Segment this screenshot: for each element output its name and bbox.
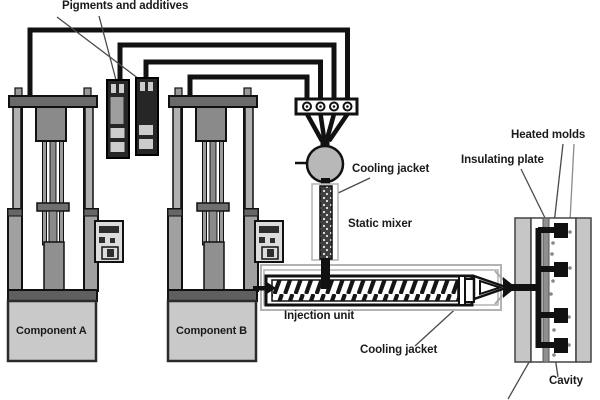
heated-molds-leader-1	[553, 143, 564, 225]
static-mixer-tube	[319, 185, 333, 260]
pigments-leader-left	[98, 15, 117, 81]
pigment-cartridge-right	[135, 77, 159, 156]
heater-dots	[549, 230, 572, 357]
cooling-jacket-top-label: Cooling jacket	[352, 163, 430, 175]
component-a-label: Component A	[16, 325, 87, 337]
cooling-jacket-bottom-label: Cooling jacket	[360, 344, 438, 356]
sprue-nozzle	[503, 277, 516, 298]
mixer-ball-valve	[295, 144, 345, 188]
component-b-label: Component B	[176, 325, 248, 337]
cavity-label: Cavity	[549, 375, 583, 387]
pigments-additives-label: Pigments and additives	[62, 0, 189, 12]
cooling-jacket-top-leader	[335, 177, 371, 195]
static-mixer-unit	[311, 183, 339, 261]
component-b-machine	[166, 86, 285, 363]
pigments-leader-right	[56, 16, 140, 80]
injection-unit-label: Injection unit	[284, 310, 355, 322]
component-a-machine	[6, 86, 125, 363]
insulating-plate-leader	[520, 168, 547, 221]
static-mixer-label: Static mixer	[348, 218, 412, 230]
cavity-4	[554, 338, 568, 353]
heated-molds-label: Heated molds	[511, 129, 586, 141]
insulating-plate	[542, 217, 550, 363]
mold-assembly	[503, 217, 592, 363]
runner-system	[503, 223, 568, 353]
cavity-3	[554, 308, 568, 323]
mold-backplate-right	[575, 217, 592, 363]
pigment-cartridge-left	[106, 79, 130, 159]
cavity-1	[554, 223, 568, 238]
heated-molds-leader-2	[569, 143, 575, 222]
cavity-2	[554, 262, 568, 277]
screw	[271, 279, 459, 302]
supply-pipes	[27, 27, 350, 100]
manifold-ports	[302, 101, 353, 112]
manifold	[294, 97, 359, 150]
leader-lines	[56, 15, 575, 400]
feed-arrow	[253, 281, 276, 295]
insulating-plate-label: Insulating plate	[461, 154, 544, 166]
injection-unit	[253, 258, 512, 311]
